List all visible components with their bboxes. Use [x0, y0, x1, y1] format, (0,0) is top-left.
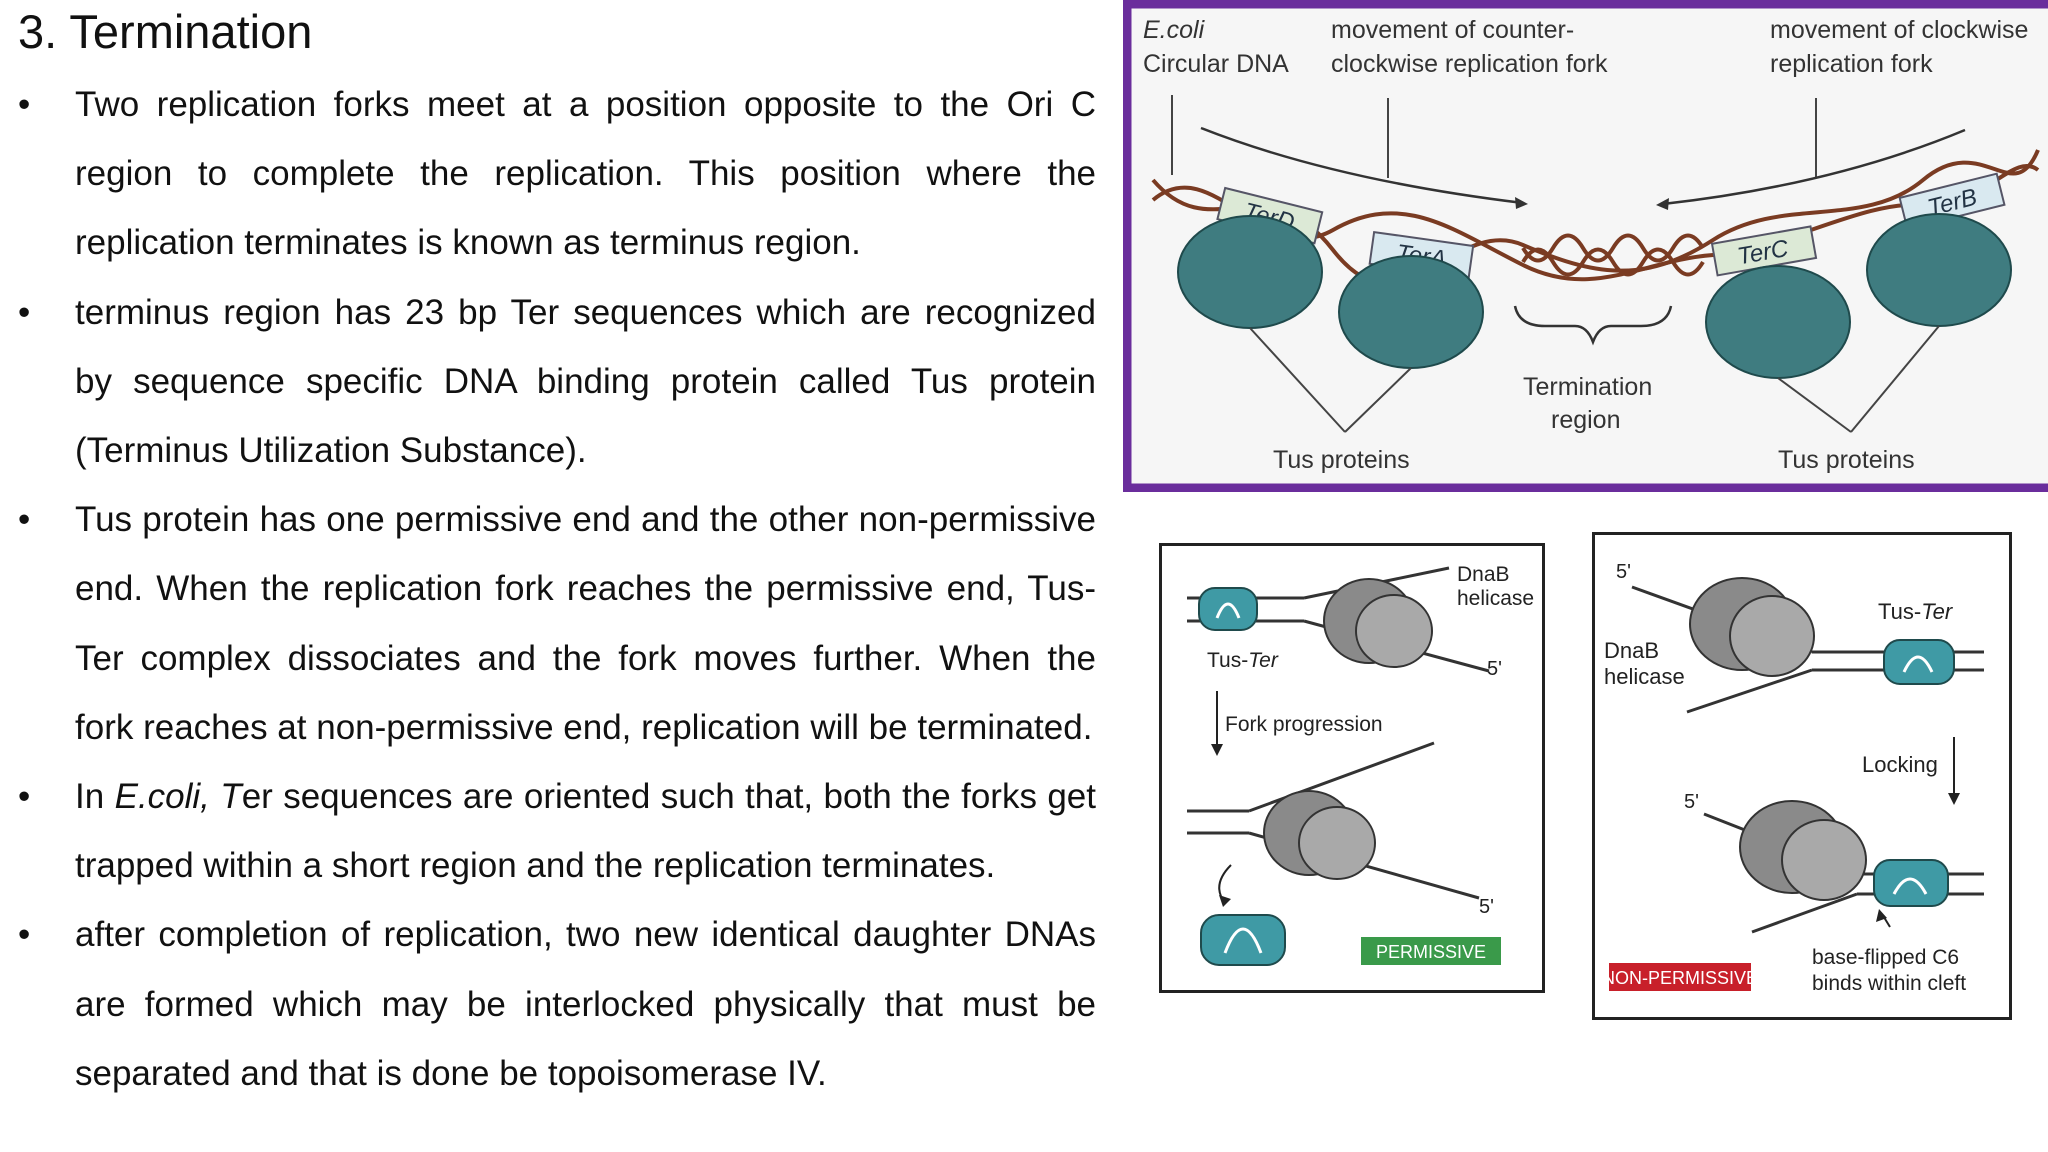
bullet-text: terminus region has 23 bp Ter sequences …: [75, 292, 1096, 471]
dnab-label-line1: DnaB: [1457, 563, 1510, 586]
dnab-helicase: [1355, 594, 1433, 668]
tus-ter-label: Tus-Ter: [1207, 649, 1279, 672]
dnab-helicase: [1298, 806, 1376, 880]
tus-protein-released: [1200, 914, 1286, 966]
bullet-item: Tus protein has one permissive end and t…: [18, 485, 1096, 762]
tus-protein: [1338, 255, 1484, 369]
termination-label-line2: region: [1551, 406, 1621, 434]
bullet-text: Tus protein has one permissive end and t…: [75, 500, 1096, 747]
pointer-line: [1344, 367, 1412, 433]
bullet-text: Two replication forks meet at a position…: [75, 85, 1096, 263]
tus-cleft: [1223, 927, 1263, 954]
dna-strand: [1751, 892, 1858, 934]
tus-ter-italic: Ter: [1248, 649, 1279, 672]
slide-title: 3. Termination: [18, 5, 313, 58]
arrowhead: [1948, 793, 1960, 805]
bullet-item: terminus region has 23 bp Ter sequences …: [18, 278, 1096, 486]
ecoli-label: E.coli: [1143, 16, 1206, 44]
tus-ter-text: Tus-: [1878, 599, 1921, 624]
circular-dna-label: Circular DNA: [1143, 50, 1289, 78]
bullet-item: after completion of replication, two new…: [18, 900, 1096, 1108]
arrowhead: [1219, 895, 1231, 907]
cw-arrowhead: [1656, 198, 1669, 210]
bullet-text-italic: E.coli, T: [114, 777, 242, 817]
dna-helix-center: [1521, 233, 1705, 263]
dnab-helicase: [1781, 819, 1867, 901]
tus-cleft: [1215, 602, 1241, 619]
non-permissive-panel: 5' Tus-Ter DnaB helicase Locking 5' NON-…: [1592, 532, 2012, 1020]
tus-cleft: [1902, 655, 1934, 673]
permissive-panel: DnaB helicase Tus-Ter 5' Fork progressio…: [1159, 543, 1545, 993]
five-prime-label: 5': [1479, 896, 1494, 918]
tus-cleft: [1892, 877, 1928, 895]
pointer-line: [1850, 325, 1940, 433]
tus-protein: [1883, 639, 1955, 685]
dnab-label-line2: helicase: [1604, 664, 1685, 689]
bullet-text-post: er sequences are oriented such that, bot…: [75, 777, 1097, 886]
dna-helix-center: [1521, 247, 1705, 277]
bullet-text-pre: In: [75, 777, 115, 817]
bullet-text: after completion of replication, two new…: [75, 915, 1096, 1093]
tus-protein: [1866, 213, 2012, 327]
bullet-list: Two replication forks meet at a position…: [18, 70, 1096, 1108]
dnab-label-line1: DnaB: [1604, 638, 1659, 663]
dna-strand: [1686, 668, 1813, 714]
note-line1: base-flipped C6: [1812, 946, 1959, 969]
non-permissive-badge-label: NON-PERMISSIVE: [1602, 968, 1758, 988]
locking-label: Locking: [1862, 752, 1938, 777]
five-prime-label: 5': [1616, 561, 1631, 583]
cw-fork-label-line1: movement of clockwise: [1770, 16, 2028, 44]
five-prime-label: 5': [1684, 791, 1699, 813]
arrowhead: [1211, 744, 1223, 756]
tus-ter-label: Tus-Ter: [1878, 599, 1954, 624]
five-prime-label: 5': [1487, 658, 1502, 680]
ccw-arrowhead: [1515, 197, 1528, 209]
permissive-badge: [1361, 937, 1501, 965]
termination-diagram: E.coli Circular DNA movement of counter-…: [1123, 0, 2048, 492]
non-permissive-badge: [1609, 963, 1751, 991]
tus-protein: [1177, 215, 1323, 329]
pointer-line: [1249, 327, 1346, 433]
tus-proteins-right-label: Tus proteins: [1778, 446, 1915, 474]
tus-proteins-left-label: Tus proteins: [1273, 446, 1410, 474]
termination-brace: [1513, 305, 1673, 346]
note-line2: binds within cleft: [1812, 972, 1966, 995]
termination-label-line1: Termination: [1523, 373, 1652, 401]
ccw-fork-label-line2: clockwise replication fork: [1331, 50, 1608, 78]
tus-ter-italic: Ter: [1921, 599, 1954, 624]
bullet-item: In E.coli, Ter sequences are oriented su…: [18, 762, 1096, 900]
permissive-badge-label: PERMISSIVE: [1376, 942, 1486, 962]
tus-protein: [1705, 265, 1851, 379]
dnab-helicase: [1729, 595, 1815, 677]
fork-progression-label: Fork progression: [1225, 713, 1383, 736]
dnab-label-line2: helicase: [1457, 587, 1534, 610]
ccw-fork-label-line1: movement of counter-: [1331, 16, 1574, 44]
bullet-item: Two replication forks meet at a position…: [18, 70, 1096, 278]
cw-fork-label-line2: replication fork: [1770, 50, 1933, 78]
tus-ter-text: Tus-: [1207, 649, 1248, 672]
ccw-arrow: [1200, 126, 1524, 205]
tus-protein: [1198, 587, 1258, 631]
tus-protein: [1873, 859, 1949, 907]
cw-arrow: [1662, 128, 1966, 206]
arrowhead: [1876, 909, 1887, 922]
pointer-line: [1777, 377, 1852, 433]
dna-strand: [1248, 741, 1435, 813]
